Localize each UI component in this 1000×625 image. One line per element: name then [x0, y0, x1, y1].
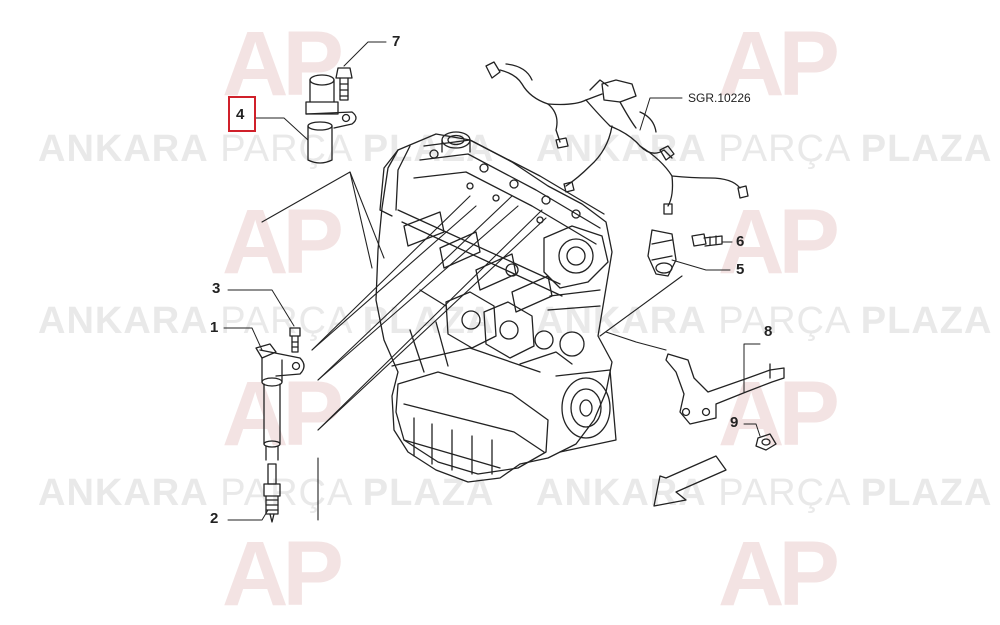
watermark-logo: AP — [222, 13, 344, 115]
watermark-logo: AP — [222, 363, 344, 465]
watermark-word: PARÇA — [220, 472, 352, 514]
bolt-part-6 — [691, 233, 723, 247]
callout-number-7[interactable]: 7 — [392, 33, 401, 50]
watermark-text: ANKARA PARÇA PLAZA — [38, 300, 494, 343]
selected-callout-highlight — [228, 96, 256, 132]
watermark-text: ANKARA PARÇA PLAZA — [536, 300, 992, 343]
reference-code-label: SGR.10226 — [688, 91, 751, 105]
watermark-word: PLAZA — [362, 300, 495, 342]
watermark-word: PLAZA — [860, 472, 993, 514]
watermark-text: ANKARA PARÇA PLAZA — [38, 472, 494, 515]
callout-number-5[interactable]: 5 — [736, 261, 745, 278]
watermark-word: PLAZA — [362, 472, 495, 514]
callout-number-3[interactable]: 3 — [212, 280, 221, 297]
watermark-word: PARÇA — [718, 472, 850, 514]
ignition-coil-part-1 — [255, 343, 305, 461]
callout-number-8[interactable]: 8 — [764, 323, 773, 340]
screw-part-7 — [335, 67, 353, 101]
watermark-logo: AP — [718, 363, 840, 465]
assembly-leader-lines — [261, 171, 683, 521]
bracket-part-8 — [665, 353, 785, 425]
engine-block — [375, 131, 617, 483]
watermark-word: PARÇA — [718, 128, 850, 170]
watermark-word: ANKARA — [38, 472, 209, 514]
watermark-logo: AP — [718, 191, 840, 293]
watermark-text: ANKARA PARÇA PLAZA — [38, 128, 494, 171]
watermark-word: ANKARA — [38, 300, 209, 342]
callout-number-4[interactable]: 4 — [236, 106, 245, 123]
callout-number-6[interactable]: 6 — [736, 233, 745, 250]
watermark-word: ANKARA — [38, 128, 209, 170]
screw-part-3 — [289, 327, 301, 353]
direction-arrow — [653, 455, 727, 507]
watermark-word: PARÇA — [718, 300, 850, 342]
nut-part-9 — [755, 433, 777, 451]
callout-number-2[interactable]: 2 — [210, 510, 219, 527]
callout-number-9[interactable]: 9 — [730, 414, 739, 431]
exploded-view-drawing — [223, 41, 785, 523]
callout-leaders — [223, 41, 761, 521]
watermark-word: PLAZA — [362, 128, 495, 170]
watermark-logo: AP — [222, 191, 344, 293]
watermark-word: PARÇA — [220, 128, 352, 170]
wiring-harness — [485, 61, 749, 215]
watermark-text: ANKARA PARÇA PLAZA — [536, 472, 992, 515]
parts-diagram: AP AP AP AP AP AP AP AP ANKARA PARÇA PLA… — [38, 13, 992, 620]
watermark-word: ANKARA — [536, 128, 707, 170]
watermark-text: ANKARA PARÇA PLAZA — [536, 128, 992, 171]
knock-sensor-part-5 — [647, 229, 677, 277]
callout-number-1[interactable]: 1 — [210, 319, 219, 336]
watermark-logo: AP — [718, 13, 840, 115]
camshaft-sensor-part-4 — [305, 74, 357, 164]
watermark-word: PLAZA — [860, 128, 993, 170]
watermark-word: PLAZA — [860, 300, 993, 342]
